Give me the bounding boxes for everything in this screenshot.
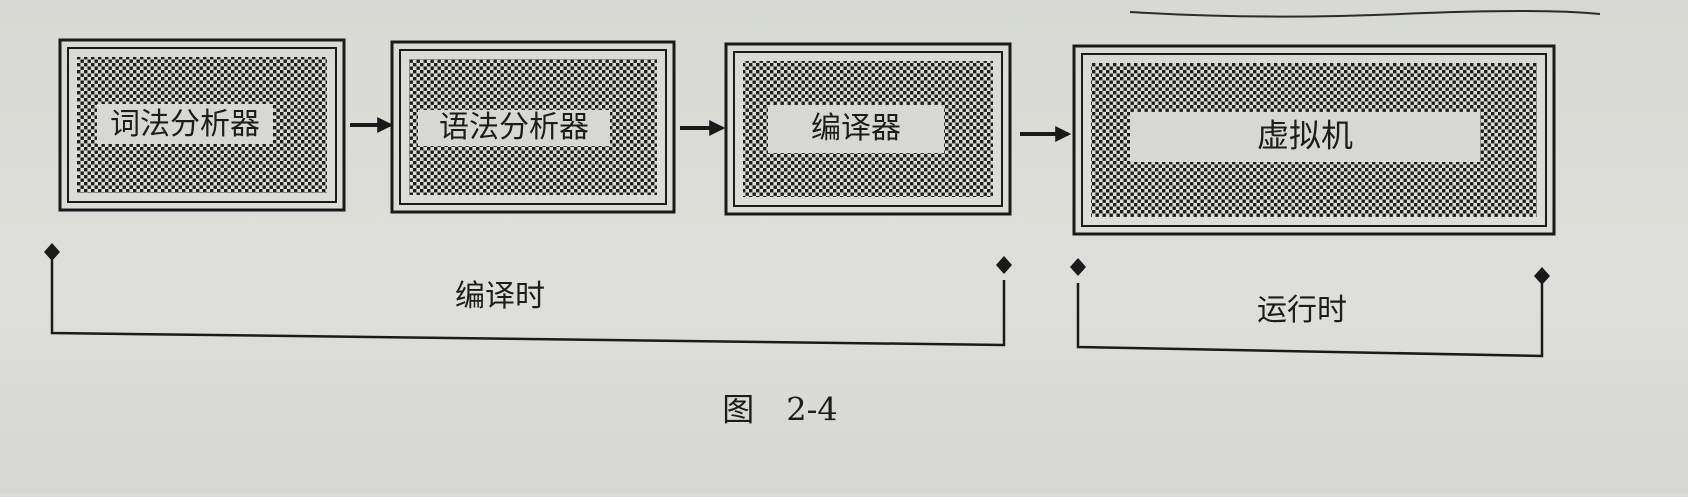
box-compiler-label: 编译器: [811, 111, 901, 146]
compile-time-bracket: 编译时: [44, 243, 1012, 347]
box-compiler: 编译器: [724, 42, 1012, 216]
compile-time-label: 编译时: [455, 279, 545, 314]
box-vm-label-bg: [1130, 112, 1480, 162]
box-parser: 语法分析器: [390, 40, 676, 214]
box-compiler-label-bg: [768, 105, 944, 153]
ink-underline: [1129, 10, 1601, 18]
box-parser-label-bg: [418, 110, 610, 146]
box-vm: 虚拟机: [1072, 44, 1556, 236]
box-lexer: 词法分析器: [58, 38, 346, 212]
diamond-marker: [996, 256, 1012, 274]
box-vm-label: 虚拟机: [1257, 117, 1353, 155]
box-parser-label: 语法分析器: [439, 110, 589, 145]
diamond-marker: [1070, 258, 1086, 276]
box-lexer-label-bg: [97, 104, 273, 144]
run-time-bracket: 运行时: [1070, 258, 1550, 358]
run-time-label: 运行时: [1257, 293, 1347, 328]
figure-caption: 图 2-4: [722, 391, 838, 429]
diamond-marker: [1534, 267, 1550, 285]
box-lexer-label: 词法分析器: [110, 107, 260, 142]
diamond-marker: [44, 243, 60, 261]
